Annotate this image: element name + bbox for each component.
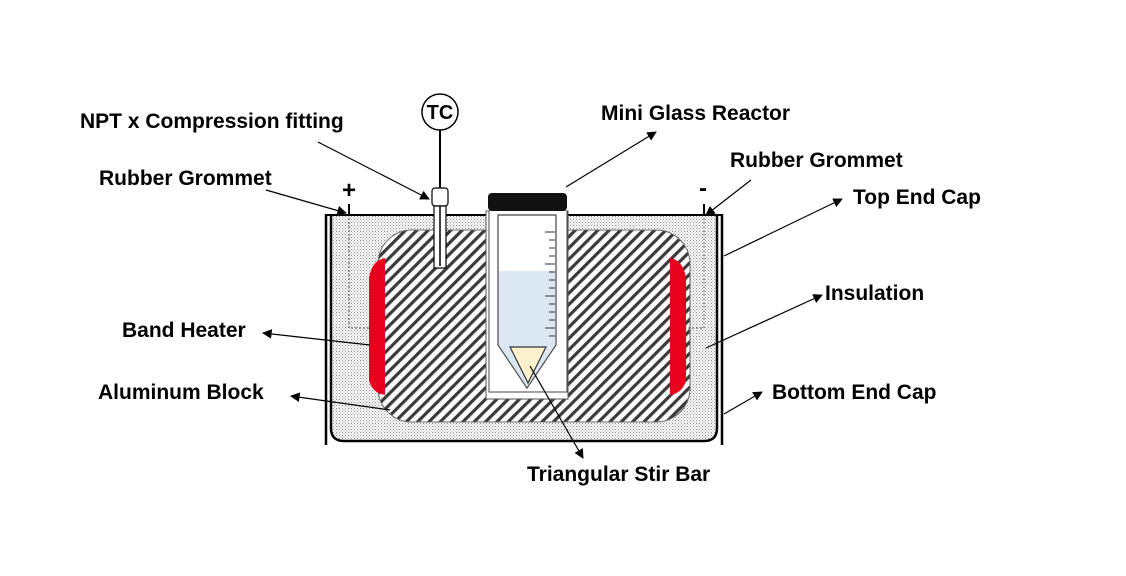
label-top-end-cap: Top End Cap xyxy=(853,186,981,209)
leader-bottom-end-cap xyxy=(723,391,763,415)
triangular-stir-bar xyxy=(509,346,547,385)
heater-lead-left xyxy=(348,210,369,329)
band-heater-left xyxy=(369,258,385,395)
label-npt-fitting: NPT x Compression fitting xyxy=(80,110,344,133)
label-bottom-end-cap: Bottom End Cap xyxy=(772,381,936,404)
heater-lead-right xyxy=(686,210,705,329)
label-band-heater: Band Heater xyxy=(122,319,246,342)
thermocouple-label: TC xyxy=(427,102,454,124)
label-rubber-grommet-left: Rubber Grommet xyxy=(99,167,272,190)
leader-npt-fitting xyxy=(317,141,430,200)
leader-mini-glass-reactor xyxy=(565,131,657,188)
thermocouple-gauge xyxy=(421,93,459,131)
bottom-end-cap xyxy=(329,214,719,443)
leader-top-end-cap xyxy=(723,198,843,257)
leader-insulation xyxy=(705,294,823,349)
label-aluminum-block: Aluminum Block xyxy=(98,381,264,404)
terminal-negative: - xyxy=(699,175,707,202)
band-heater-right xyxy=(670,258,686,395)
leader-aluminum-block xyxy=(290,392,391,411)
leader-rubber-grommet-left xyxy=(265,189,347,216)
label-insulation: Insulation xyxy=(825,282,924,305)
label-rubber-grommet-right: Rubber Grommet xyxy=(730,149,903,172)
compression-fitting xyxy=(431,187,449,207)
reactor-cap xyxy=(488,193,567,211)
leader-triangular-stir-bar xyxy=(529,365,584,459)
graduation-marks xyxy=(545,231,555,337)
label-triangular-stir-bar: Triangular Stir Bar xyxy=(527,463,710,486)
terminal-positive: + xyxy=(342,177,356,204)
leader-band-heater xyxy=(262,329,371,346)
label-mini-glass-reactor: Mini Glass Reactor xyxy=(601,102,790,125)
leader-rubber-grommet-right xyxy=(705,179,752,216)
